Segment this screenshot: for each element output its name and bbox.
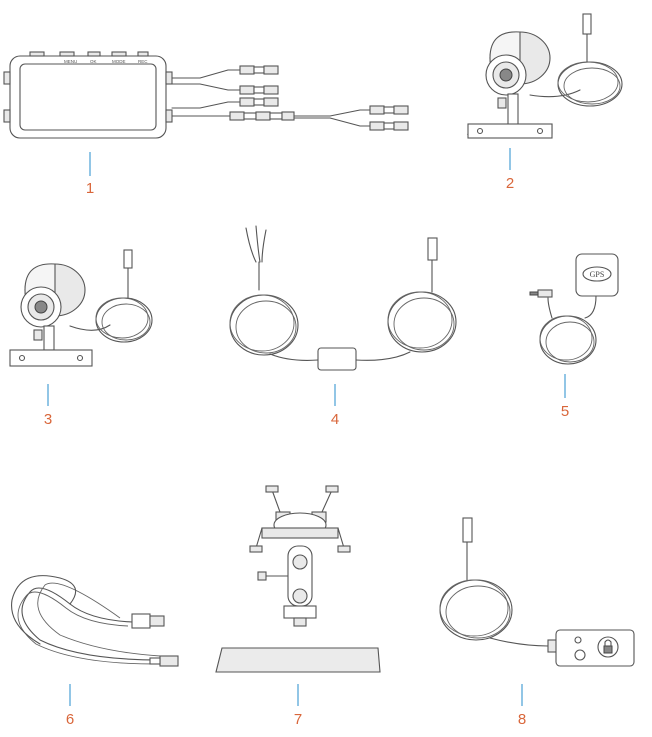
menu-button-label: MENU: [64, 59, 77, 64]
mode-button-label: MODE: [112, 59, 126, 64]
remote-button-icon: [439, 517, 635, 667]
label-2: 2: [506, 175, 514, 192]
handlebar-mount-icon: [215, 485, 381, 673]
dvr-unit-icon: MENU OK MODE REC: [3, 51, 409, 139]
power-cable-icon: [229, 225, 457, 371]
ok-button-label: OK: [90, 59, 97, 64]
label-1: 1: [86, 180, 94, 197]
camera-icon: [466, 13, 623, 139]
label-8: 8: [518, 711, 526, 728]
camera-icon: [9, 249, 153, 367]
label-4: 4: [331, 411, 339, 428]
label-6: 6: [66, 711, 74, 728]
label-7: 7: [294, 711, 302, 728]
gps-label: GPS: [590, 270, 605, 279]
label-5: 5: [561, 403, 569, 420]
usb-cable-icon: [11, 575, 179, 667]
gps-antenna-icon: GPS: [529, 253, 619, 365]
label-3: 3: [44, 411, 52, 428]
rec-button-label: REC: [138, 59, 148, 64]
